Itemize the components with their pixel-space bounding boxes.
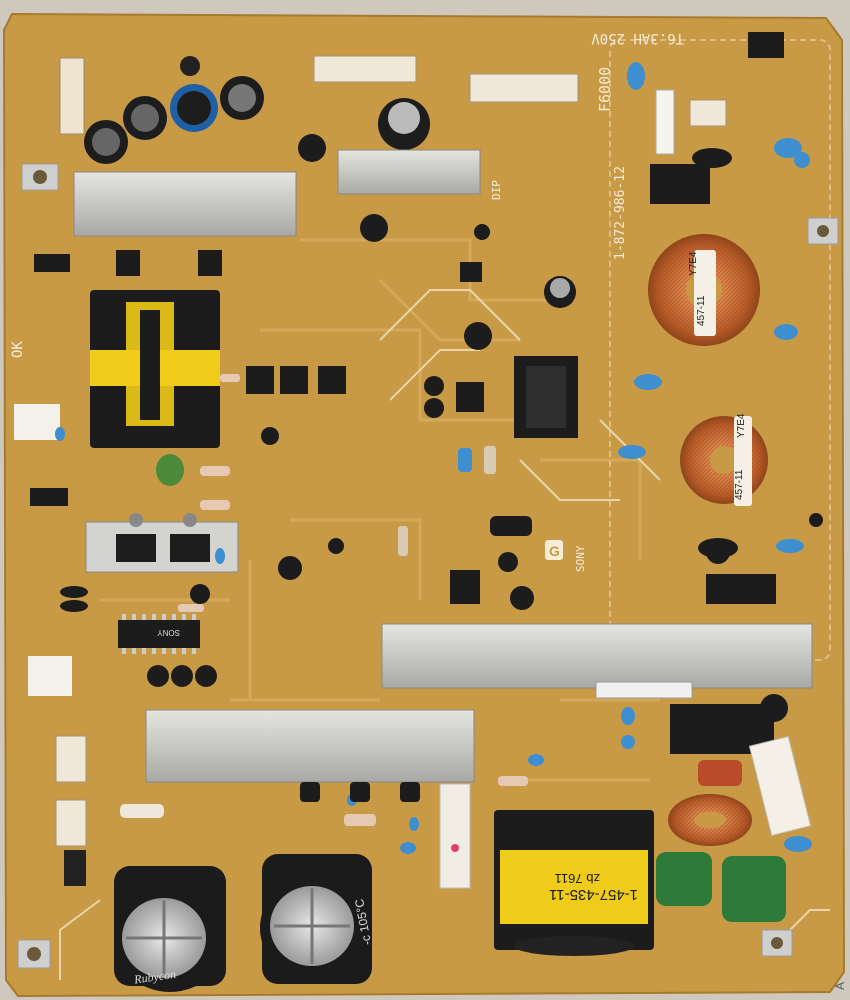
relay-and-resistor-group xyxy=(439,89,812,889)
toroid-lower-code: Y7E4 xyxy=(736,413,747,438)
toroid-coil-small xyxy=(668,794,752,846)
switching-transformer xyxy=(514,356,578,438)
edge-letter: A xyxy=(833,982,847,990)
capacitor-brand-label: Rubycon xyxy=(132,967,177,987)
ic-brand-label: SONY xyxy=(157,628,180,637)
toroid-upper-code: Y7E4 xyxy=(688,251,699,276)
transformer-code-label: zb 7611 xyxy=(555,871,600,886)
ok-mark: OK xyxy=(10,341,26,358)
mounting-holes xyxy=(17,163,839,969)
toroid-upper-part: 457-11 xyxy=(696,295,707,326)
toroid-coil-upper xyxy=(648,234,760,346)
electrolytic-capacitor-large-right xyxy=(260,854,372,984)
small-capacitor-group xyxy=(147,134,823,722)
resistor-group xyxy=(120,374,528,826)
choke-group xyxy=(60,148,738,802)
transformer-left xyxy=(90,290,220,448)
brand-silk-label: SONY xyxy=(574,545,587,572)
fuse-ref-label: F6000 xyxy=(596,67,614,112)
fuse-rating-label: T6.3AH 250V xyxy=(591,30,684,46)
electrolytic-capacitor-large-left xyxy=(114,866,226,992)
label-sticker-left xyxy=(14,404,72,696)
toroid-coil-lower xyxy=(680,416,768,506)
logo-letter: G xyxy=(549,543,560,559)
dip-label: DIP xyxy=(490,180,503,200)
film-capacitor-group xyxy=(156,454,786,922)
connector-group-top xyxy=(55,55,727,886)
transformer-part-label: 1-457-435-11 xyxy=(549,886,638,903)
heatsink-group xyxy=(73,149,813,783)
logo-badge xyxy=(545,540,563,560)
transformer-bottom xyxy=(494,810,654,956)
toroid-lower-part: 457-11 xyxy=(734,469,745,500)
part-number-label: 1-872-986-12 xyxy=(613,166,628,260)
electrolytic-capacitor-group-top-left xyxy=(84,56,430,164)
ic-chip-group xyxy=(30,32,784,654)
ceramic-capacitor-group xyxy=(55,62,812,854)
